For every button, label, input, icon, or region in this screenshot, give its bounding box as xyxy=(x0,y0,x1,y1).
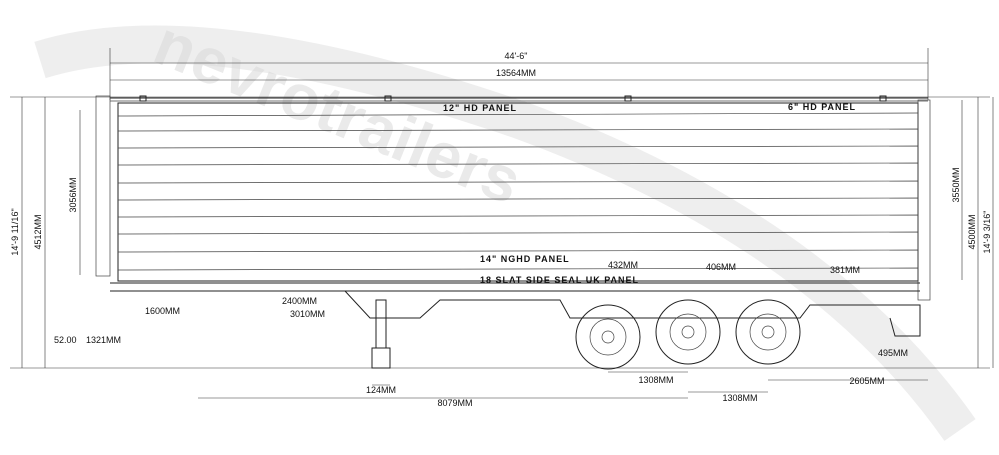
panel-line xyxy=(117,214,919,218)
wheel xyxy=(575,304,641,370)
landing-leg: 124MM xyxy=(366,299,396,395)
right-height-dims: 3550MM 4500MM 14'-9 3/16" xyxy=(951,97,994,368)
axle-spacing-1-label: 1308MM xyxy=(638,375,673,385)
panel-line xyxy=(117,197,919,201)
body-height-right-label: 3550MM xyxy=(951,167,961,202)
panel-label-lower-2: 18 SLAT SIDE SEAL UK PANEL xyxy=(480,275,639,285)
rear-height-label: 495MM xyxy=(878,348,908,358)
left-height-dims: 14'-9 11/16" 4512MM 3056MM xyxy=(10,97,81,368)
left-height-metric-label: 4512MM xyxy=(33,214,43,249)
panel-line xyxy=(117,145,919,149)
length-metric-label: 13564MM xyxy=(496,68,536,78)
wheel xyxy=(655,299,721,365)
chassis-frame xyxy=(344,290,921,337)
chassis-height-label: 1321MM xyxy=(86,335,121,345)
kingpin-height-label: 52.00 xyxy=(54,335,77,345)
kingpin-to-axle-label: 8079MM xyxy=(437,398,472,408)
landing-leg-foot-label: 124MM xyxy=(366,385,396,395)
wheel-dia-3-label: 381MM xyxy=(830,265,860,275)
panel-line xyxy=(117,180,919,184)
body-height-left-label: 3056MM xyxy=(68,177,78,212)
landing-leg-2-label: 3010MM xyxy=(290,309,325,319)
panel-line xyxy=(117,249,919,253)
length-imperial-label: 44'-6" xyxy=(505,51,528,61)
axle-spacing-2-label: 1308MM xyxy=(722,393,757,403)
left-height-imperial-label: 14'-9 11/16" xyxy=(10,208,20,255)
panel-line xyxy=(117,112,919,117)
panel-line xyxy=(117,128,919,132)
landing-leg-1-label: 2400MM xyxy=(282,296,317,306)
chassis xyxy=(110,282,921,337)
panel-line xyxy=(117,162,919,166)
trailer-body: 12" HD PANEL 6" HD PANEL 14" NGHD PANEL … xyxy=(95,95,931,301)
rear-door-frame xyxy=(917,99,931,301)
wheel xyxy=(735,299,801,365)
right-height-metric-label: 4500MM xyxy=(967,214,977,249)
wheel-dia-1-label: 432MM xyxy=(608,260,638,270)
panel-line xyxy=(117,231,919,235)
wheel-set: 432MM 406MM 381MM xyxy=(575,260,860,370)
overall-length-dims: 44'-6" 13564MM xyxy=(109,48,929,100)
kingpin-offset-label: 1600MM xyxy=(145,306,180,316)
headboard xyxy=(95,95,111,277)
wheel-dia-2-label: 406MM xyxy=(706,262,736,272)
rear-overhang-label: 2605MM xyxy=(849,376,884,386)
right-height-imperial-label: 14'-9 3/16" xyxy=(982,211,992,254)
watermark-swoosh xyxy=(34,25,976,441)
panel-label-top-left: 12" HD PANEL xyxy=(443,103,517,113)
bottom-dims: 1308MM 1308MM 8079MM 2605MM 495MM xyxy=(198,348,928,408)
panel-line xyxy=(117,267,919,271)
panel-label-lower-1: 14" NGHD PANEL xyxy=(480,254,570,264)
panel-label-top-right: 6" HD PANEL xyxy=(788,102,856,112)
front-dims: 1600MM 2400MM 3010MM 52.00 1321MM xyxy=(54,296,325,345)
